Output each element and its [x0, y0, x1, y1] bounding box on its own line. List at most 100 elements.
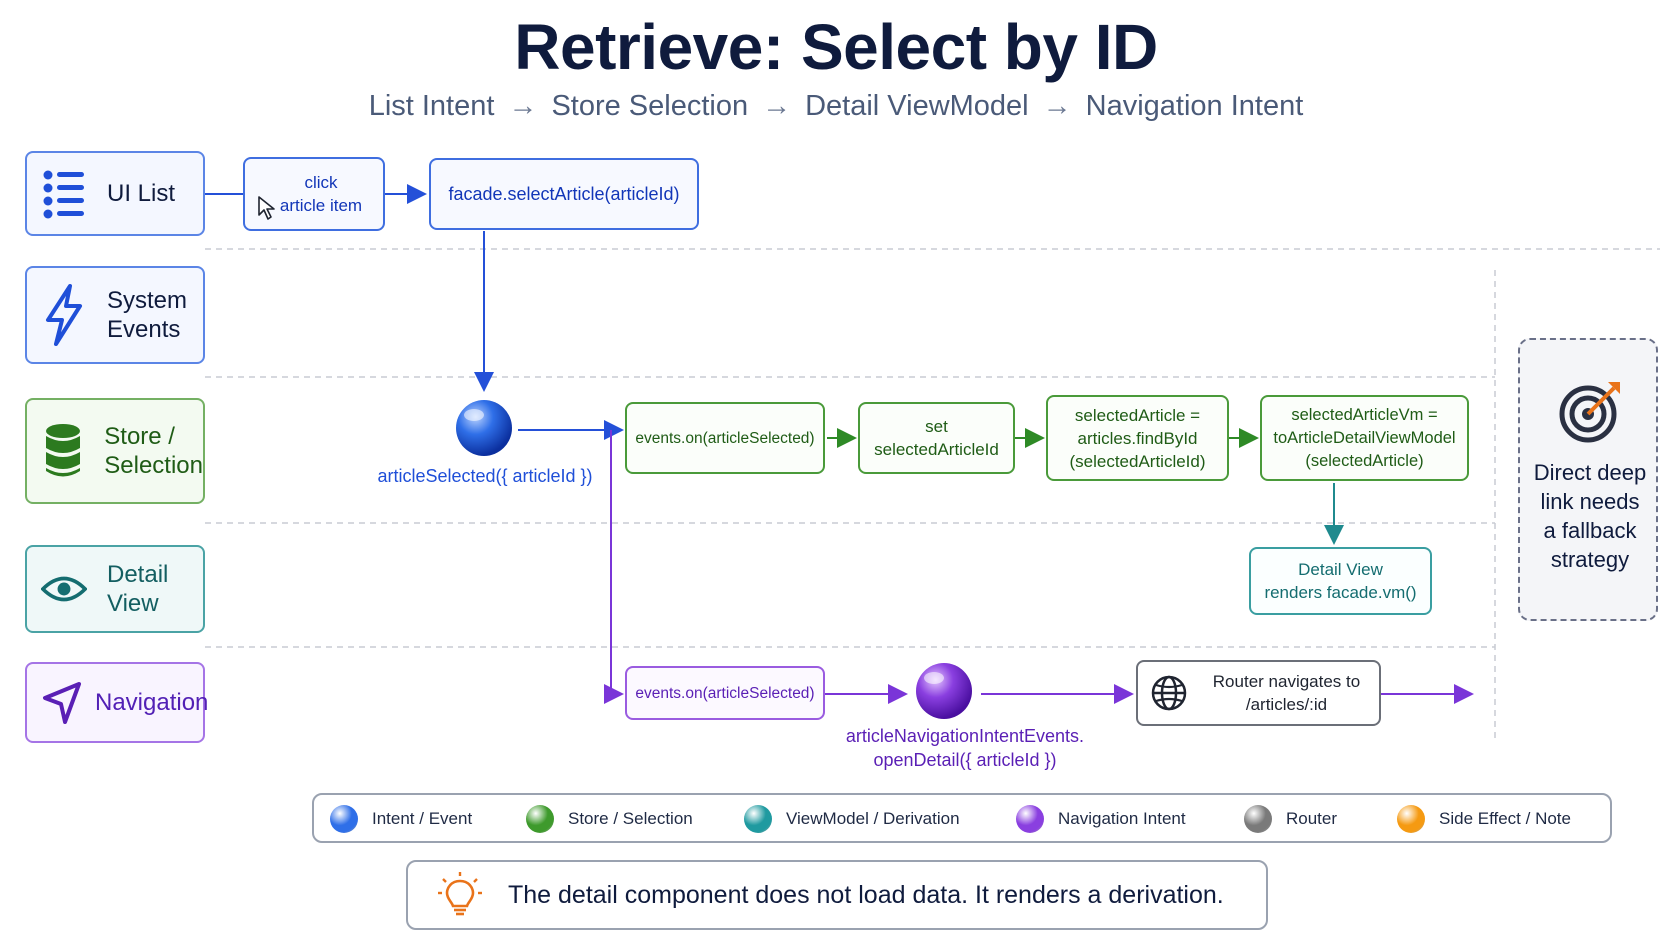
subtitle-arrow: → [508, 90, 538, 122]
node-text: Detail View renders facade.vm() [1264, 558, 1416, 604]
events-on-store-node: events.on(articleSelected) [625, 402, 825, 474]
subtitle-arrow: → [762, 90, 792, 122]
node-text-line: toArticleDetailViewModel [1273, 428, 1456, 447]
legend-item: Store / Selection [526, 805, 693, 833]
subtitle-step: List Intent [368, 90, 495, 122]
subtitle-arrow: → [1042, 90, 1072, 122]
node-text-line: Router navigates to [1212, 672, 1361, 691]
subtitle-step: Navigation Intent [1085, 90, 1304, 122]
lane-store-selection: Store /Selection [25, 398, 205, 504]
legend-item: Intent / Event [330, 805, 472, 833]
node-text: set selectedArticleId [874, 415, 999, 461]
lightbulb-icon [438, 871, 482, 919]
node-text-line: selectedArticle = [1074, 405, 1201, 425]
find-by-id-node: selectedArticle = articles.findById (selec… [1046, 395, 1229, 481]
lane-navigation: Navigation [25, 662, 209, 743]
event-ball-navigation [916, 663, 972, 719]
page-title: Retrieve: Select by ID [514, 11, 1158, 83]
legend-dot [1016, 805, 1044, 833]
set-selected-id-node: set selectedArticleId [858, 402, 1015, 474]
article-selected-label: articleSelected({ articleId }) [377, 466, 593, 486]
view-model-node: selectedArticleVm = toArticleDetailViewMo… [1260, 395, 1469, 481]
list-icon [41, 167, 87, 221]
node-text-line: article item [279, 196, 363, 215]
side-note-text: Direct deep link needs a fallback strate… [1520, 458, 1660, 574]
node-text-line: (selectedArticle) [1305, 451, 1424, 470]
footer-note: The detail component does not load data.… [406, 860, 1268, 930]
database-icon [41, 424, 84, 478]
legend-item: ViewModel / Derivation [744, 805, 960, 833]
event-ball-intent [456, 400, 512, 456]
subtitle-step: Detail ViewModel [805, 90, 1029, 122]
legend-item: Navigation Intent [1016, 805, 1186, 833]
node-text: selectedArticle = articles.findById (selec… [1069, 404, 1205, 473]
side-note-line: Direct deep [1533, 460, 1647, 485]
lane-label-line: Store / [104, 423, 175, 450]
lane-label-line: Selection [104, 452, 203, 479]
lane-label-line: View [107, 590, 159, 617]
side-note-line: a fallback [1543, 518, 1637, 543]
legend-label: ViewModel / Derivation [786, 809, 960, 828]
node-text: Router navigates to/articles/:id [1200, 670, 1373, 716]
router-node: Router navigates to/articles/:id [1136, 660, 1381, 726]
node-text-line: click [304, 173, 338, 192]
lightning-icon [41, 284, 87, 346]
lane-label: Store /Selection [104, 422, 203, 480]
legend-label: Store / Selection [568, 809, 693, 828]
lane-label-line: System [107, 287, 188, 314]
node-text-line: Detail View [1298, 560, 1383, 579]
subtitle-step: Store Selection [551, 90, 749, 122]
ball-highlight [464, 409, 484, 421]
legend-label: Navigation Intent [1058, 809, 1186, 828]
subtitle: List Intent → Store Selection → Detail ViewM… [0, 90, 1672, 123]
globe-icon [1150, 674, 1188, 712]
nav-intent-label: articleNavigationIntentEvents. openDetail… [830, 724, 1100, 772]
lane-label: Navigation [95, 689, 209, 716]
node-text: click article item [266, 171, 362, 217]
ball-highlight [924, 672, 944, 684]
node-text-line: articles.findById [1077, 428, 1198, 448]
click-article-node: click article item [243, 157, 385, 231]
lane-label-line: Detail [107, 561, 169, 588]
detail-view-node: Detail View renders facade.vm() [1249, 547, 1432, 615]
legend-dot [1397, 805, 1425, 833]
legend: Intent / Event Store / Selection ViewMod… [312, 793, 1612, 843]
side-note-line: link needs [1540, 489, 1640, 514]
label-line: openDetail({ articleId }) [873, 750, 1057, 770]
node-text: selectedArticleVm = toArticleDetailViewMo… [1273, 404, 1455, 473]
lane-label-line: Events [107, 316, 181, 343]
node-text-line: selectedArticleVm = [1291, 405, 1438, 424]
node-text-line: /articles/:id [1245, 695, 1328, 714]
footer-note-text: The detail component does not load data.… [508, 880, 1224, 909]
navigation-arrow-icon [41, 676, 83, 730]
node-text-line: selectedArticleId [874, 440, 999, 459]
connector [604, 430, 624, 704]
legend-label: Intent / Event [372, 809, 473, 828]
legend-item: Router [1244, 805, 1337, 833]
legend-dot [744, 805, 772, 833]
side-note: Direct deep link needs a fallback strate… [1518, 338, 1658, 621]
side-note-line: strategy [1550, 547, 1630, 572]
legend-item: Side Effect / Note [1397, 805, 1571, 833]
cursor-icon [257, 195, 275, 227]
node-text-line: set [925, 417, 948, 436]
node-text-line: renders facade.vm() [1264, 583, 1417, 602]
legend-label: Router [1286, 809, 1338, 828]
legend-dot [526, 805, 554, 833]
eye-icon [41, 562, 87, 616]
events-on-nav-node: events.on(articleSelected) [625, 666, 825, 720]
legend-label: Side Effect / Note [1439, 809, 1571, 828]
node-text-line: (selectedArticleId) [1069, 451, 1206, 471]
legend-dot [1244, 805, 1272, 833]
target-icon [1558, 378, 1624, 449]
label-line: articleNavigationIntentEvents. [845, 726, 1085, 746]
lane-label: UI List [107, 180, 176, 207]
lane-ui-list: UI List [25, 151, 205, 236]
legend-dot [330, 805, 358, 833]
select-article-node: facade.selectArticle(articleId) [429, 158, 699, 230]
